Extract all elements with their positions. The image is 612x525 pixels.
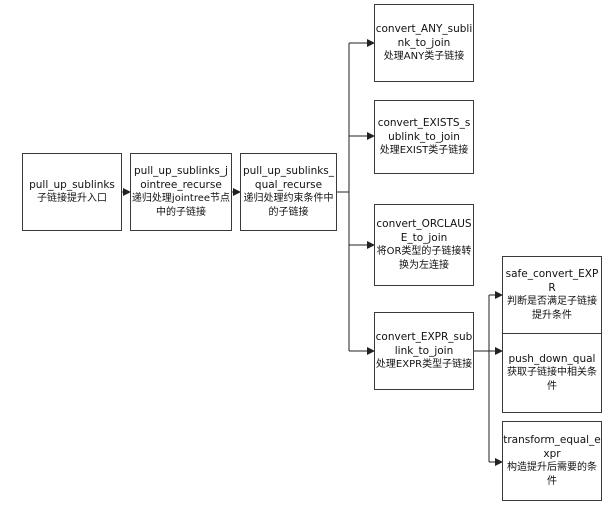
node-description: 处理ANY类子链接: [383, 51, 465, 62]
node-description: 获取子链接中相关条件: [507, 367, 597, 392]
node-function-name: convert_ORCLAUSE_to_join: [376, 218, 472, 244]
node-pull-up-sublinks-qual-recurse: pull_up_sublinks_qual_recurse 递归处理约束条件中的…: [240, 153, 337, 231]
node-convert-expr-sublink-to-join: convert_EXPR_sublink_to_join 处理EXPR类型子链接: [374, 312, 474, 390]
node-pull-up-sublinks: pull_up_sublinks 子链接提升入口: [22, 153, 122, 231]
node-convert-any-sublink-to-join: convert_ANY_sublink_to_join 处理ANY类子链接: [374, 4, 474, 82]
node-function-name: push_down_qual: [508, 353, 596, 365]
node-convert-exists-sublink-to-join: convert_EXISTS_sublink_to_join 处理EXIST类子…: [374, 100, 474, 174]
node-function-name: pull_up_sublinks: [29, 179, 115, 191]
node-function-name: pull_up_sublinks_qual_recurse: [242, 165, 335, 191]
node-function-name: transform_equal_expr: [503, 434, 601, 460]
node-pull-up-sublinks-jointree-recurse: pull_up_sublinks_jointree_recurse 递归处理jo…: [130, 153, 232, 231]
node-description: 递归处理约束条件中的子链接: [243, 193, 334, 218]
node-description: 构造提升后需要的条件: [507, 462, 597, 487]
node-description: 处理EXIST类子链接: [379, 145, 469, 156]
node-convert-orclause-to-join: convert_ORCLAUSE_to_join 将OR类型的子链接转换为左连接: [374, 204, 474, 286]
node-safe-convert-expr: safe_convert_EXPR 判断是否满足子链接提升条件: [502, 256, 602, 334]
node-function-name: safe_convert_EXPR: [505, 268, 599, 294]
node-function-name: convert_EXPR_sublink_to_join: [375, 331, 473, 357]
node-description: 处理EXPR类型子链接: [375, 359, 473, 370]
node-push-down-qual: push_down_qual 获取子链接中相关条件: [502, 333, 602, 413]
node-function-name: convert_ANY_sublink_to_join: [375, 23, 473, 49]
node-description: 将OR类型的子链接转换为左连接: [376, 246, 472, 271]
node-function-name: pull_up_sublinks_jointree_recurse: [134, 165, 228, 191]
node-transform-equal-expr: transform_equal_expr 构造提升后需要的条件: [502, 421, 602, 501]
node-description: 判断是否满足子链接提升条件: [507, 296, 597, 321]
node-description: 递归处理jointree节点中的子链接: [131, 193, 231, 218]
node-function-name: convert_EXISTS_sublink_to_join: [377, 117, 471, 143]
node-description: 子链接提升入口: [37, 193, 107, 204]
